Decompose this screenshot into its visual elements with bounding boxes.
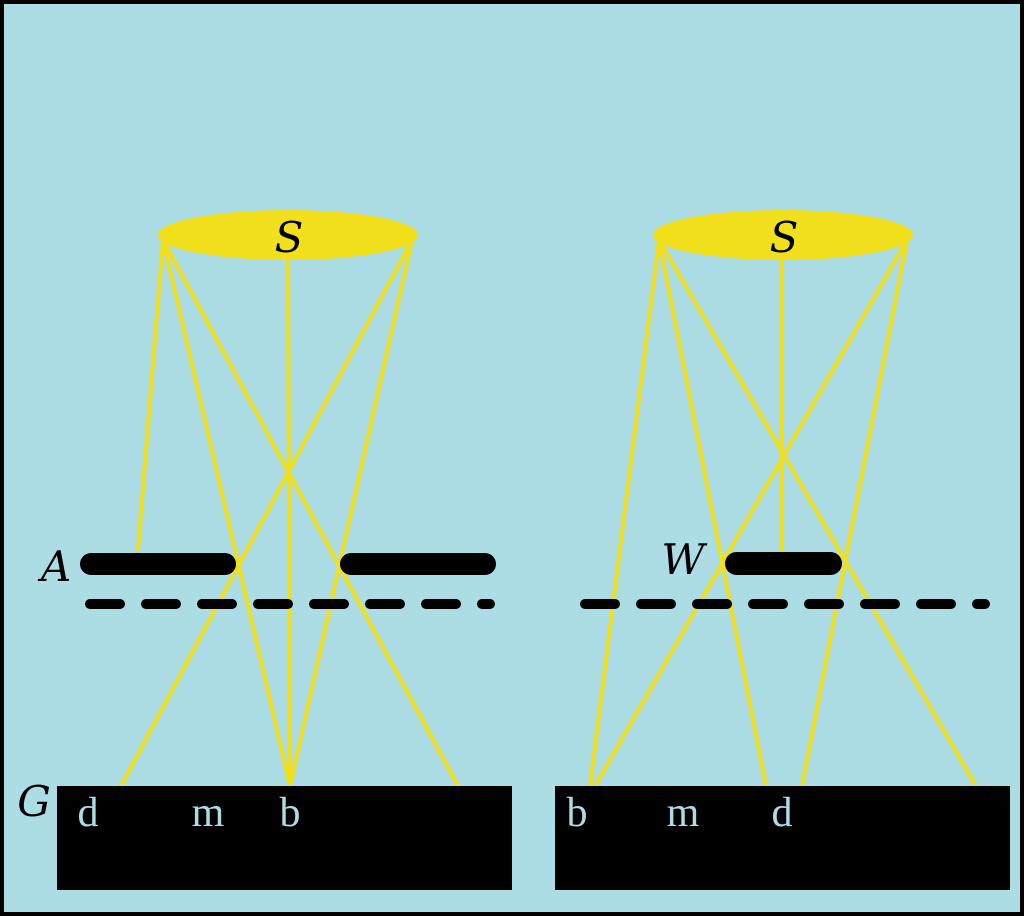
left-ray xyxy=(161,238,460,788)
left-screen-label: G xyxy=(17,777,51,826)
right-screen xyxy=(555,786,1010,890)
right-source-label: S xyxy=(770,213,799,262)
right-panel: S W b m d xyxy=(555,210,1010,890)
right-mark-m: m xyxy=(667,790,700,836)
right-ray xyxy=(657,238,768,788)
left-obstacle-label: A xyxy=(37,542,71,591)
right-obstacle xyxy=(725,552,842,575)
right-ray xyxy=(800,238,909,788)
right-ray xyxy=(588,238,661,788)
left-light-source xyxy=(158,210,418,260)
left-ray xyxy=(136,238,165,551)
left-screen xyxy=(57,786,512,890)
left-mark-b: b xyxy=(280,790,301,836)
left-panel: S A G d m b xyxy=(17,210,512,890)
left-source-label: S xyxy=(275,213,304,262)
right-ray xyxy=(593,238,909,788)
left-ray xyxy=(288,238,414,788)
left-aperture-plate-right xyxy=(340,553,496,575)
left-aperture-plate-left xyxy=(80,553,236,575)
right-mark-b: b xyxy=(567,790,588,836)
left-ray xyxy=(286,258,292,788)
right-light-source xyxy=(653,210,913,260)
right-ray xyxy=(657,238,978,788)
left-mark-d: d xyxy=(78,790,99,836)
right-obstacle-label: W xyxy=(661,535,708,584)
left-light-rays xyxy=(119,238,460,788)
right-light-rays xyxy=(588,238,978,788)
left-ray xyxy=(161,238,292,788)
left-ray xyxy=(119,238,414,788)
left-mark-m: m xyxy=(192,790,225,836)
right-mark-d: d xyxy=(772,790,793,836)
